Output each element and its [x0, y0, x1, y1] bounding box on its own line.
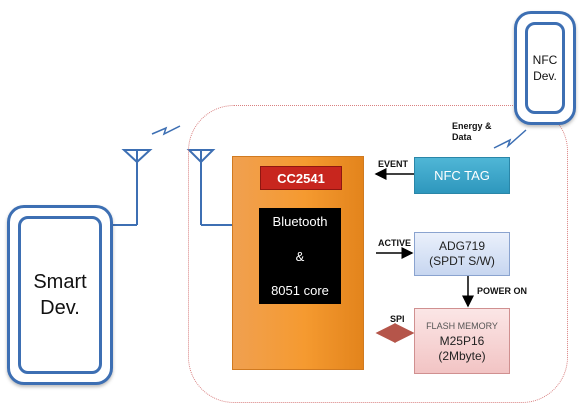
spi-label: SPI — [390, 314, 405, 324]
smart-device-screen — [18, 216, 102, 374]
nfc-device: NFC Dev. — [517, 14, 573, 122]
core-line-3: 8051 core — [271, 283, 329, 298]
switch-line-2: (SPDT S/W) — [429, 254, 495, 268]
switch-box: ADG719 (SPDT S/W) — [414, 232, 510, 276]
core-line-2: & — [295, 248, 305, 264]
energy-data-label: Energy & Data — [452, 121, 492, 142]
bluetooth-wireless-link — [151, 125, 181, 136]
nfc-device-label: NFC Dev. — [532, 53, 558, 83]
flash-line-1: FLASH MEMORY — [426, 320, 498, 331]
device-boundary — [188, 105, 568, 403]
flash-line-3: (2Mbyte) — [438, 348, 486, 363]
chip-label: CC2541 — [260, 166, 342, 190]
nfc-device-screen — [525, 22, 565, 114]
active-label: ACTIVE — [378, 238, 412, 248]
smart-device-label: Smart Dev. — [33, 271, 87, 319]
flash-memory-box: FLASH MEMORY M25P16 (2Mbyte) — [414, 308, 510, 374]
event-label: EVENT — [378, 159, 409, 169]
nfc-tag-box: NFC TAG — [414, 157, 510, 194]
flash-line-2: M25P16 — [439, 333, 485, 348]
nfc-wireless-link — [493, 129, 527, 149]
smart-device: Smart Dev. — [10, 208, 110, 382]
power-on-label: POWER ON — [477, 286, 528, 296]
switch-line-1: ADG719 — [438, 239, 486, 253]
smart-device-antenna — [104, 149, 153, 226]
bluetooth-core-box: Bluetooth & 8051 core — [259, 208, 341, 304]
core-line-1: Bluetooth — [272, 214, 328, 229]
